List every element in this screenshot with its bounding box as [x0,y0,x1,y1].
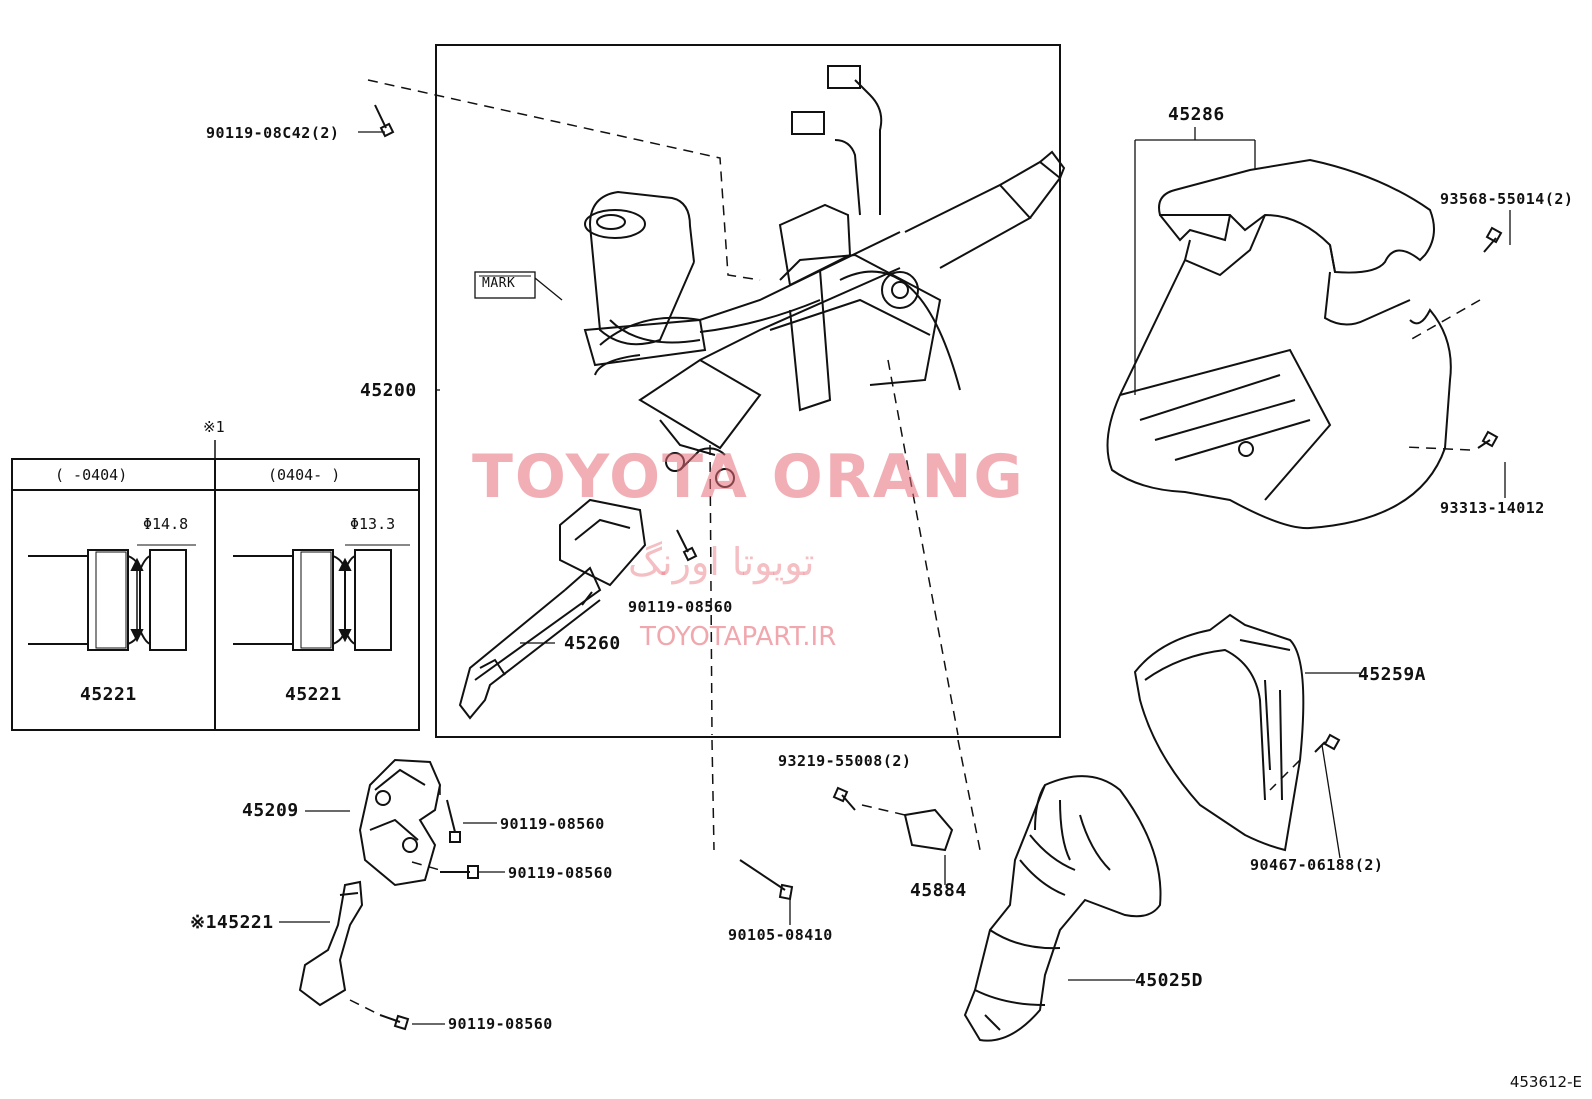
inset-left-header: ( -0404) [55,466,128,484]
inset-left-dimension: Φ14.8 [143,515,189,533]
callout-boot[interactable]: 45025D [1135,970,1204,991]
inset-note-mark: ※1 [203,418,225,436]
callout-intermediate-shaft[interactable]: 45260 [564,633,621,654]
inset-right-shaft [233,544,410,651]
callout-clip[interactable]: 90467-06188(2) [1250,856,1384,874]
diagram-code: 453612-E [1509,1073,1582,1091]
callout-joint-bolt-1[interactable]: 90119-08560 [500,815,605,833]
callout-stopper-screw[interactable]: 93219-55008(2) [778,752,912,770]
callout-screw-lower[interactable]: 93313-14012 [1440,499,1545,517]
callout-sub-shaft-bolt[interactable]: 90119-08560 [448,1015,553,1033]
inset-right-part-number: 45221 [285,684,342,705]
callout-screw-upper[interactable]: 93568-55014(2) [1440,190,1574,208]
callout-upper-cover[interactable]: 45286 [1168,104,1225,125]
steering-column [583,65,1066,488]
callout-column-assy[interactable]: 45200 [360,380,417,401]
inset-right-dimension: Φ13.3 [350,515,396,533]
universal-joint [358,758,442,887]
inset-left-shaft [28,544,196,651]
boot [963,775,1162,1042]
callout-joint[interactable]: 45209 [242,800,299,821]
sub-shaft [298,880,364,1007]
mark-tag: MARK [482,276,516,291]
callout-long-bolt[interactable]: 90105-08410 [728,926,833,944]
inset-left-part-number: 45221 [80,684,137,705]
intermediate-shaft [458,498,647,720]
callout-sub-shaft[interactable]: ※145221 [190,912,274,933]
upper-cover [1106,158,1452,530]
inset-right-header: (0404- ) [268,466,341,484]
lower-cover [1133,613,1305,852]
callout-lower-cover[interactable]: 45259A [1358,664,1427,685]
watermark-persian: تویوتا اورنگ [628,540,815,584]
callout-joint-bolt-2[interactable]: 90119-08560 [508,864,613,882]
callout-bolt-top[interactable]: 90119-08C42(2) [206,124,340,142]
callout-stopper[interactable]: 45884 [910,880,967,901]
watermark-url: TOYOTAPART.IR [640,622,837,652]
callout-shaft-bolt[interactable]: 90119-08560 [628,598,733,616]
column-assembly-box [435,44,1061,738]
watermark-main: TOYOTA ORANG [472,442,1025,512]
bolts [374,104,1503,1031]
